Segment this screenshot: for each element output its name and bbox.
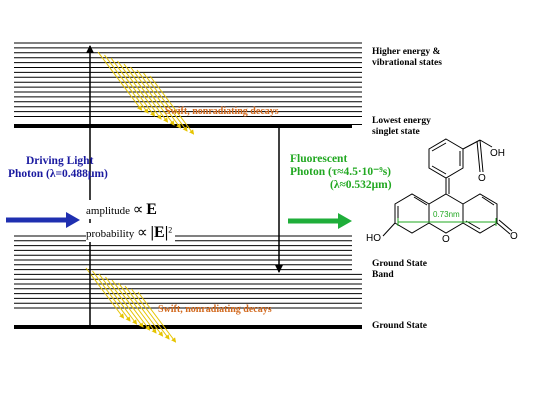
swift-decay-label-top: Swift, nonradiating decays — [165, 106, 279, 117]
ground-state-label: Ground State — [372, 321, 427, 331]
decay-arrow — [111, 279, 151, 331]
driving-light-label: Driving Light Photon (λ=0.488μm) — [8, 155, 108, 181]
higher-energy-states-label: Higher energy & vibrational states — [372, 47, 442, 68]
decay-arrow — [85, 267, 125, 319]
fluorescent-photon-label: Fluorescent Photon (τ≈4.5·10⁻⁹s) (λ≈0.53… — [290, 153, 392, 192]
decay-arrow — [105, 276, 144, 328]
proportional-symbol: ∝ — [137, 225, 148, 241]
molecule-dimension-label: 0.73nm — [433, 210, 460, 219]
decay-arrow — [117, 60, 162, 120]
ground-state-band-label: Ground State Band — [372, 259, 427, 280]
molecule-ring-o-label: O — [442, 234, 450, 245]
decay-arrow — [124, 285, 164, 337]
swift-decay-label-bottom: Swift, nonradiating decays — [158, 304, 272, 315]
probability-expression: |E| — [150, 224, 169, 241]
probability-power: 2 — [168, 225, 173, 235]
amplitude-formula: amplitude ∝ E — [86, 200, 160, 219]
driving-light-arrow — [6, 212, 80, 228]
fluorescent-photon-arrow — [288, 213, 352, 229]
decay-arrow — [92, 270, 131, 322]
proportional-symbol: ∝ — [132, 202, 144, 218]
decay-arrow — [149, 75, 195, 135]
decay-arrow — [104, 54, 149, 114]
decay-arrow — [97, 51, 143, 111]
ground-state-band-levels — [14, 235, 362, 309]
amplitude-word: amplitude — [86, 205, 130, 217]
decay-arrow — [118, 282, 157, 334]
decay-arrow — [110, 57, 156, 117]
higher-energy-levels — [14, 42, 362, 117]
fluorescein-molecule — [352, 125, 537, 273]
molecule-oh-label: OH — [490, 148, 505, 159]
nonradiating-decay-arrows-top — [97, 51, 195, 135]
molecule-keto-o-label: O — [510, 231, 518, 242]
decay-arrow — [98, 273, 138, 325]
decay-arrow — [137, 291, 177, 343]
probability-formula: probability ∝ |E|2 — [86, 223, 176, 242]
decay-arrow — [123, 63, 169, 123]
decay-arrow — [131, 288, 170, 340]
probability-word: probability — [86, 228, 135, 240]
decay-arrow — [143, 72, 188, 132]
molecule-ho-label: HO — [366, 233, 381, 244]
lowest-singlet-state-label: Lowest energy singlet state — [372, 116, 431, 137]
amplitude-expression: E — [146, 201, 157, 218]
decay-arrow — [136, 69, 182, 129]
decay-arrow — [130, 66, 175, 126]
nonradiating-decay-arrows-bottom — [85, 267, 177, 343]
molecule-carbonyl-o-label: O — [478, 173, 486, 184]
